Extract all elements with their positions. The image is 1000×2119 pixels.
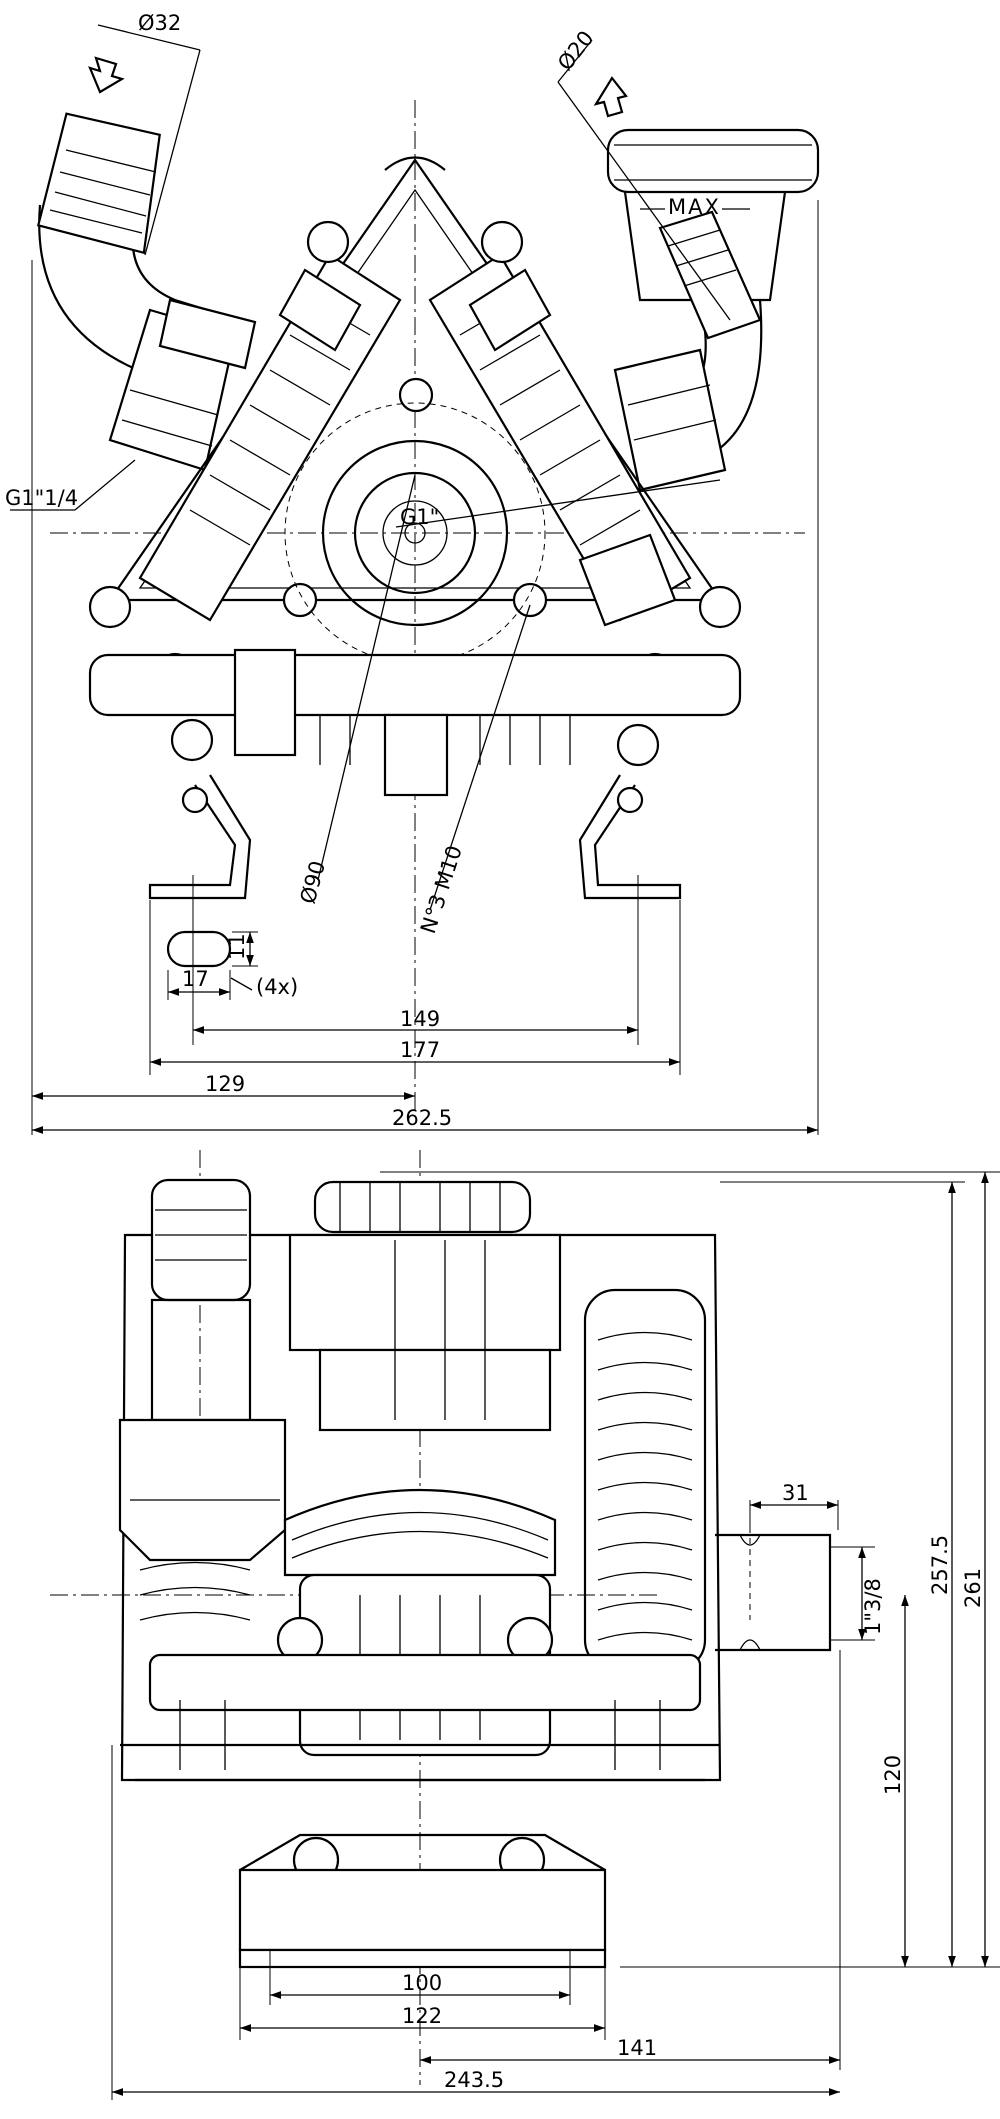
shaft-diameter-label: 1"3/8 [861, 1578, 885, 1635]
outlet-thread-label: G1" [400, 505, 439, 529]
hole-spacing-label: 149 [400, 1007, 440, 1031]
total-depth-label: 243.5 [444, 2068, 504, 2092]
total-width-label: 262.5 [392, 1106, 452, 1130]
half-width-label: 129 [205, 1072, 245, 1096]
outlet-diameter-label: Ø20 [553, 26, 599, 75]
base-outer-label: 122 [402, 2004, 442, 2028]
side-view: 31 1"3/8 261 257.5 120 100 122 141 [50, 1150, 1000, 2100]
inlet-pipe [36, 112, 257, 472]
arrow-up-icon [593, 76, 628, 118]
front-view: MAX [5, 11, 820, 1135]
outlet-pipe: MAX [606, 128, 820, 492]
inlet-thread-label: G1"1/4 [5, 486, 78, 510]
slot-height-label: 11 [225, 933, 249, 960]
pump-head [88, 156, 742, 900]
slot-width-label: 17 [182, 967, 209, 991]
base-inner-label: 100 [402, 1971, 442, 1995]
foot-width-label: 177 [400, 1038, 440, 1062]
shaft-offset-label: 141 [617, 2036, 657, 2060]
oil-level-mark: MAX [668, 195, 721, 219]
arrow-down-icon [88, 56, 125, 94]
bolt-circle-label: Ø90 [296, 858, 330, 906]
right-spring-stack [583, 1288, 707, 1672]
slot-count-label: (4x) [256, 975, 298, 999]
shaft-length-label: 31 [782, 1481, 809, 1505]
total-height-label: 261 [961, 1568, 985, 1608]
bolts-label: N°3 M10 [416, 842, 467, 936]
shaft-height-label: 120 [881, 1755, 905, 1795]
body-height-label: 257.5 [928, 1535, 952, 1595]
inlet-diameter-label: Ø32 [138, 11, 181, 35]
